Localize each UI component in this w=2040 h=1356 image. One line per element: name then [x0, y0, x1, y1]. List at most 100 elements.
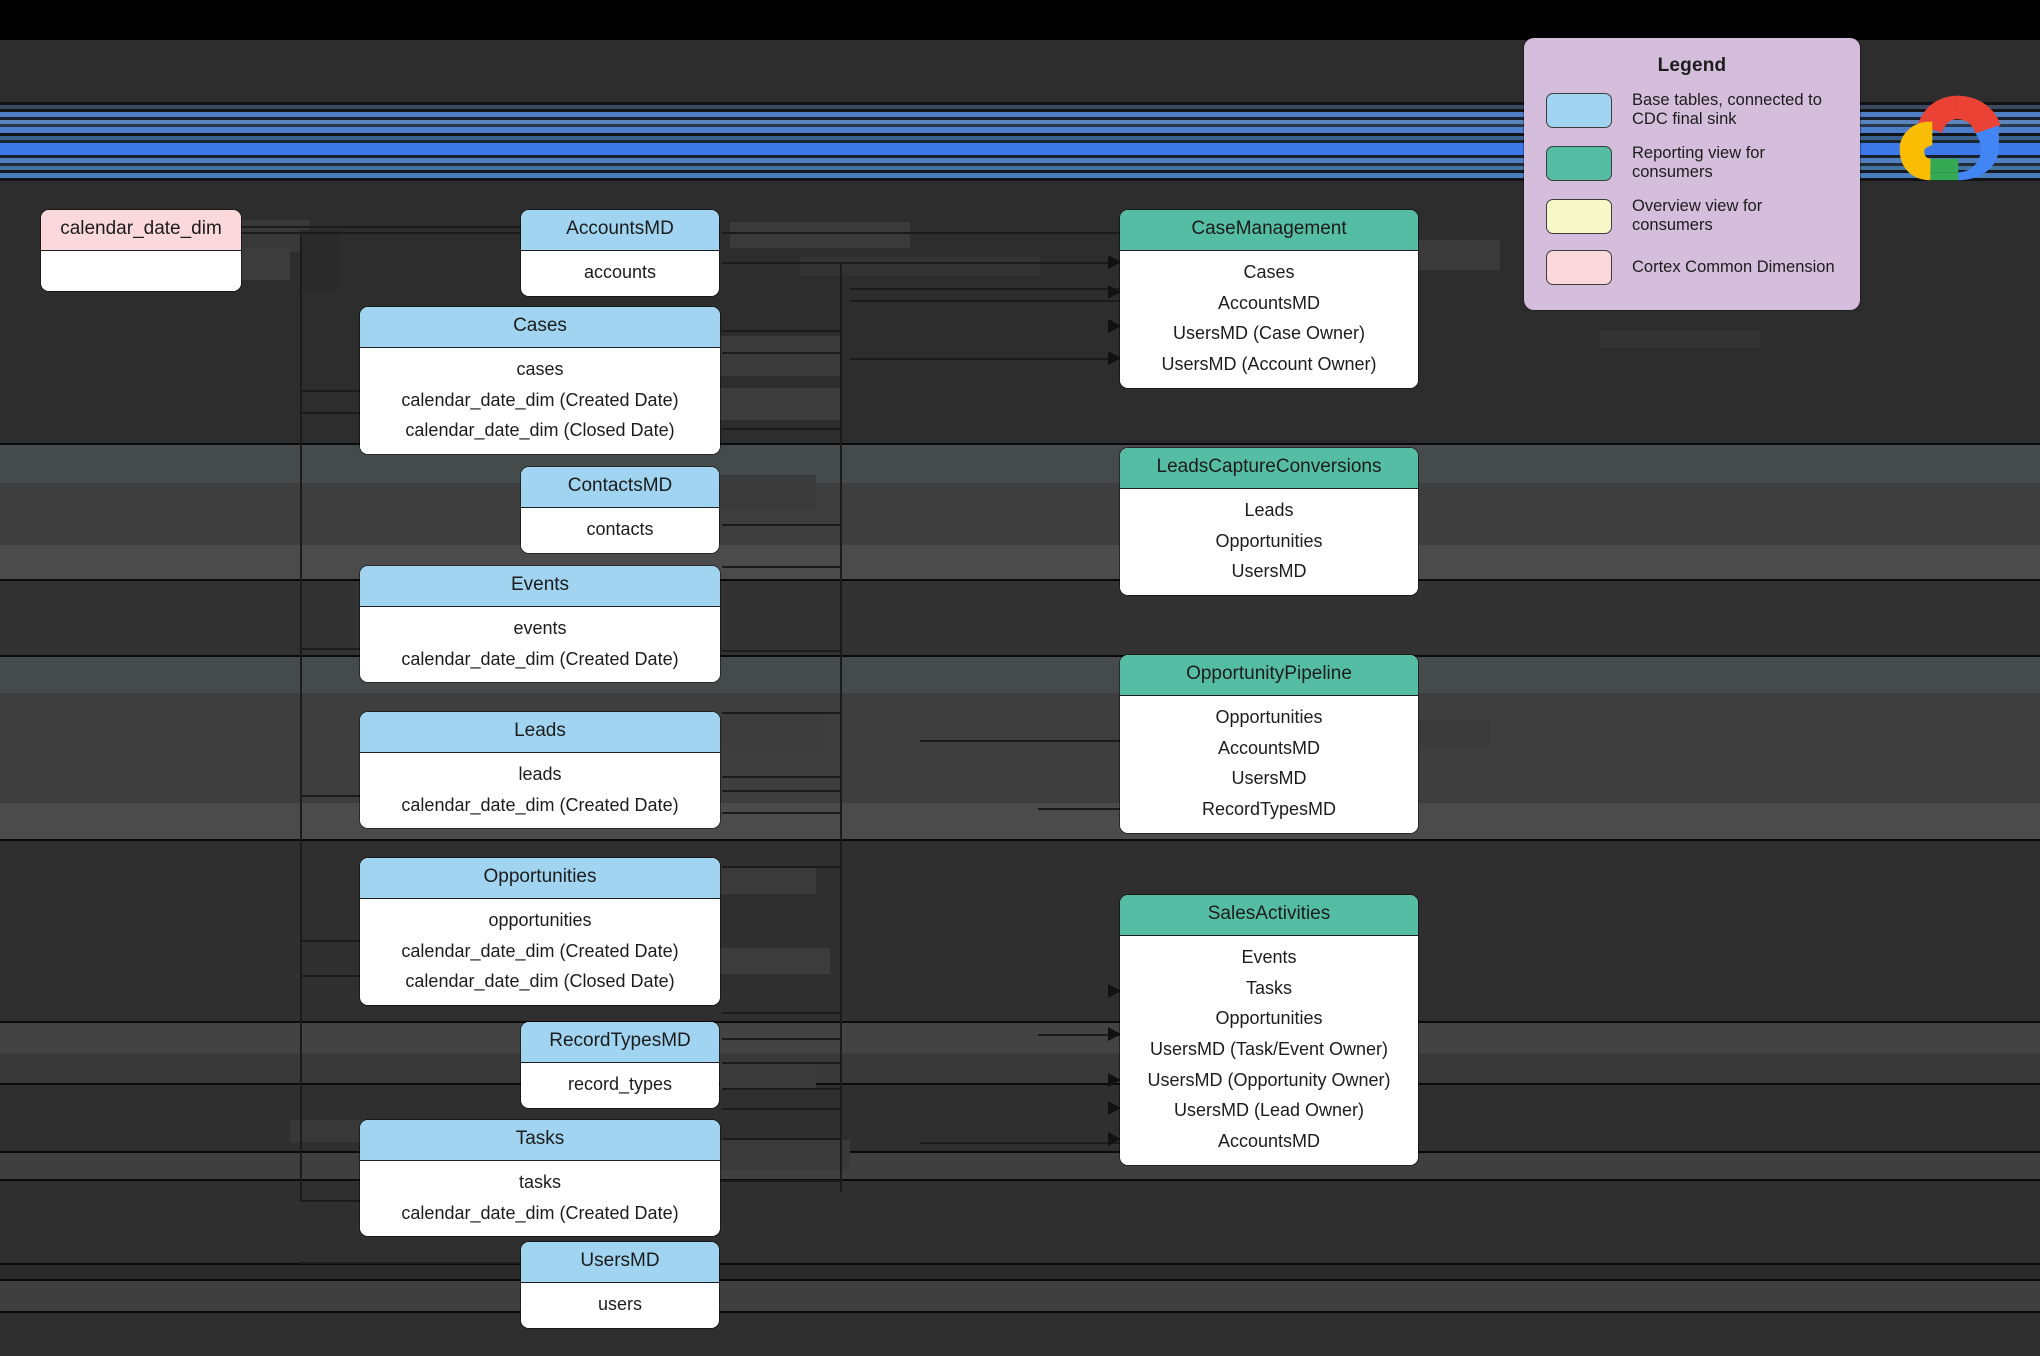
node-title: CaseManagement	[1120, 210, 1418, 251]
node-row: contacts	[586, 518, 654, 539]
node-title: OpportunityPipeline	[1120, 655, 1418, 696]
node-body: Events Tasks Opportunities UsersMD (Task…	[1120, 935, 1418, 1165]
node-row: UsersMD (Case Owner)	[1172, 323, 1366, 344]
node-title: calendar_date_dim	[41, 210, 241, 251]
node-title: Opportunities	[360, 858, 720, 899]
node-row: calendar_date_dim (Created Date)	[401, 940, 679, 961]
google-cloud-logo-icon	[1898, 88, 2006, 188]
node-users-md[interactable]: UsersMD users	[521, 1242, 719, 1328]
legend-label: Base tables, connected to CDC final sink	[1632, 91, 1822, 129]
node-accounts-md[interactable]: AccountsMD accounts	[521, 210, 719, 296]
node-opportunities[interactable]: Opportunities opportunities calendar_dat…	[360, 858, 720, 1005]
node-row: UsersMD	[1231, 768, 1307, 789]
legend-swatch-reporting-view	[1546, 145, 1612, 181]
node-row: AccountsMD	[1217, 292, 1321, 313]
node-row: leads	[518, 763, 562, 784]
node-row: calendar_date_dim (Created Date)	[401, 648, 679, 669]
node-row: tasks	[518, 1171, 561, 1192]
node-row: AccountsMD	[1217, 737, 1321, 758]
node-row: Opportunities	[1215, 706, 1323, 727]
node-title: Leads	[360, 712, 720, 753]
node-record-types-md[interactable]: RecordTypesMD record_types	[521, 1022, 719, 1108]
connector-arrow	[1108, 1073, 1121, 1087]
node-row: calendar_date_dim (Closed Date)	[405, 420, 675, 441]
node-body: opportunities calendar_date_dim (Created…	[360, 898, 720, 1005]
node-body: users	[521, 1282, 719, 1328]
node-cases[interactable]: Cases cases calendar_date_dim (Created D…	[360, 307, 720, 454]
legend-label: Reporting view for consumers	[1632, 143, 1765, 182]
node-row: RecordTypesMD	[1201, 798, 1337, 819]
legend-item-base-tables: Base tables, connected to CDC final sink	[1524, 91, 1860, 130]
node-body: events calendar_date_dim (Created Date)	[360, 606, 720, 683]
connector-arrow	[1108, 1132, 1121, 1146]
node-body: Opportunities AccountsMD UsersMD RecordT…	[1120, 695, 1418, 833]
legend-swatch-overview-view	[1546, 198, 1612, 234]
node-body: leads calendar_date_dim (Created Date)	[360, 752, 720, 829]
node-body: Cases AccountsMD UsersMD (Case Owner) Us…	[1120, 250, 1418, 388]
node-leads[interactable]: Leads leads calendar_date_dim (Created D…	[360, 712, 720, 829]
node-row: Events	[1241, 946, 1297, 967]
node-body: record_types	[521, 1062, 719, 1108]
legend-swatch-base-tables	[1546, 92, 1612, 128]
connector-arrow	[1108, 351, 1121, 365]
node-contacts-md[interactable]: ContactsMD contacts	[521, 467, 719, 553]
legend-swatch-cortex-common-dimension	[1546, 249, 1612, 285]
node-case-management[interactable]: CaseManagement Cases AccountsMD UsersMD …	[1120, 210, 1418, 388]
node-events[interactable]: Events events calendar_date_dim (Created…	[360, 566, 720, 683]
node-row: UsersMD (Task/Event Owner)	[1149, 1038, 1389, 1059]
node-row: Opportunities	[1215, 1008, 1323, 1029]
node-body	[41, 250, 241, 291]
node-row: opportunities	[488, 909, 592, 930]
node-title: RecordTypesMD	[521, 1022, 719, 1063]
connector-arrow	[1108, 1027, 1121, 1041]
node-title: AccountsMD	[521, 210, 719, 251]
node-body: tasks calendar_date_dim (Created Date)	[360, 1160, 720, 1237]
connector-arrow	[1108, 285, 1121, 299]
node-row: calendar_date_dim (Created Date)	[401, 1202, 679, 1223]
connector-arrow	[1108, 319, 1121, 333]
node-row: Leads	[1244, 499, 1294, 520]
node-row: cases	[516, 358, 564, 379]
node-title: ContactsMD	[521, 467, 719, 508]
node-row: Tasks	[1245, 977, 1292, 998]
node-row: calendar_date_dim (Created Date)	[401, 389, 679, 410]
legend-item-reporting-view: Reporting view for consumers	[1524, 144, 1860, 183]
node-title: Events	[360, 566, 720, 607]
legend-item-overview-view: Overview view for consumers	[1524, 197, 1860, 236]
node-row: events	[513, 617, 567, 638]
legend-label: Overview view for consumers	[1632, 196, 1763, 235]
node-sales-activities[interactable]: SalesActivities Events Tasks Opportuniti…	[1120, 895, 1418, 1165]
node-opportunity-pipeline[interactable]: OpportunityPipeline Opportunities Accoun…	[1120, 655, 1418, 833]
node-row: Opportunities	[1215, 530, 1323, 551]
legend-label: Cortex Common Dimension	[1632, 257, 1835, 276]
node-body: Leads Opportunities UsersMD	[1120, 488, 1418, 595]
connector-arrow	[1108, 1101, 1121, 1115]
node-row: accounts	[583, 261, 657, 282]
node-row: UsersMD (Lead Owner)	[1173, 1100, 1365, 1121]
node-body: contacts	[521, 507, 719, 553]
node-row: AccountsMD	[1217, 1131, 1321, 1152]
node-tasks[interactable]: Tasks tasks calendar_date_dim (Created D…	[360, 1120, 720, 1237]
connector-arrow	[1108, 984, 1121, 998]
node-title: UsersMD	[521, 1242, 719, 1283]
node-title: Tasks	[360, 1120, 720, 1161]
node-row: calendar_date_dim (Closed Date)	[405, 971, 675, 992]
node-row: UsersMD	[1231, 561, 1307, 582]
node-row: Cases	[1243, 261, 1295, 282]
node-row: users	[597, 1293, 642, 1314]
node-body: cases calendar_date_dim (Created Date) c…	[360, 347, 720, 454]
node-row: UsersMD (Account Owner)	[1161, 353, 1377, 374]
node-title: Cases	[360, 307, 720, 348]
node-body: accounts	[521, 250, 719, 296]
legend-title: Legend	[1657, 55, 1727, 76]
node-title: SalesActivities	[1120, 895, 1418, 936]
legend-item-cortex-common-dimension: Cortex Common Dimension	[1524, 249, 1860, 285]
node-row: UsersMD (Opportunity Owner)	[1147, 1069, 1391, 1090]
node-row: record_types	[567, 1073, 673, 1094]
legend-panel: Legend Base tables, connected to CDC fin…	[1524, 38, 1860, 310]
node-calendar-date-dim[interactable]: calendar_date_dim	[41, 210, 241, 291]
connector-arrow	[1108, 255, 1121, 269]
node-row: calendar_date_dim (Created Date)	[401, 794, 679, 815]
node-leads-capture-conversions[interactable]: LeadsCaptureConversions Leads Opportunit…	[1120, 448, 1418, 595]
